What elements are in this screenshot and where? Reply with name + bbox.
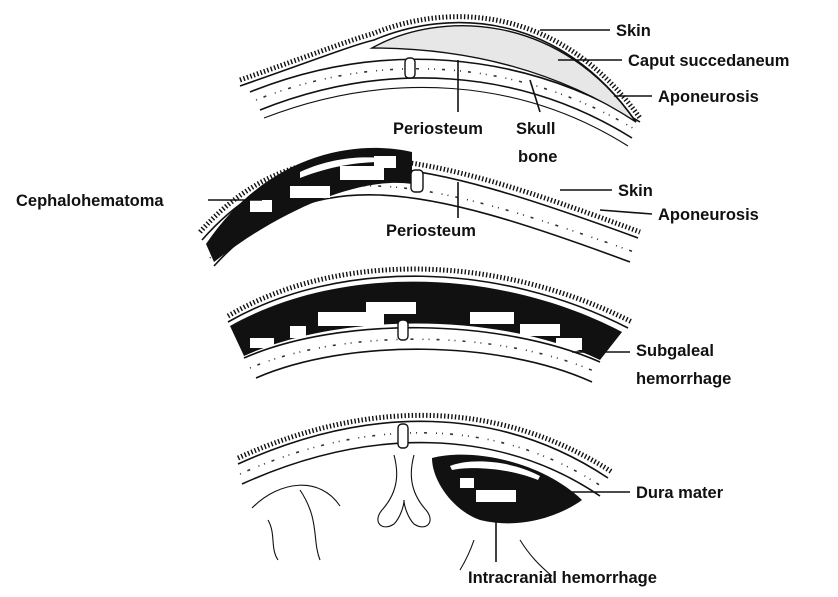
label-aponeurosis-2: Aponeurosis bbox=[658, 206, 759, 224]
label-intracranial-hemorrhage: Intracranial hemorrhage bbox=[468, 569, 657, 587]
label-cephalohematoma: Cephalohematoma bbox=[16, 192, 164, 210]
label-skin-2: Skin bbox=[618, 182, 653, 200]
label-skull-line2: bone bbox=[518, 148, 557, 166]
panel-cephalohematoma bbox=[200, 148, 640, 266]
label-caput-succedaneum: Caput succedaneum bbox=[628, 52, 789, 70]
label-periosteum-1: Periosteum bbox=[393, 120, 483, 138]
panel-subgaleal-hemorrhage bbox=[228, 269, 632, 382]
label-skull-line1: Skull bbox=[516, 120, 555, 138]
label-subgaleal-line1: Subgaleal bbox=[636, 342, 714, 360]
label-aponeurosis-1: Aponeurosis bbox=[658, 88, 759, 106]
panel-intracranial-hemorrhage bbox=[238, 415, 612, 576]
label-periosteum-2: Periosteum bbox=[386, 222, 476, 240]
label-skin-1: Skin bbox=[616, 22, 651, 40]
label-dura-mater: Dura mater bbox=[636, 484, 724, 502]
label-subgaleal-line2: hemorrhage bbox=[636, 370, 731, 388]
